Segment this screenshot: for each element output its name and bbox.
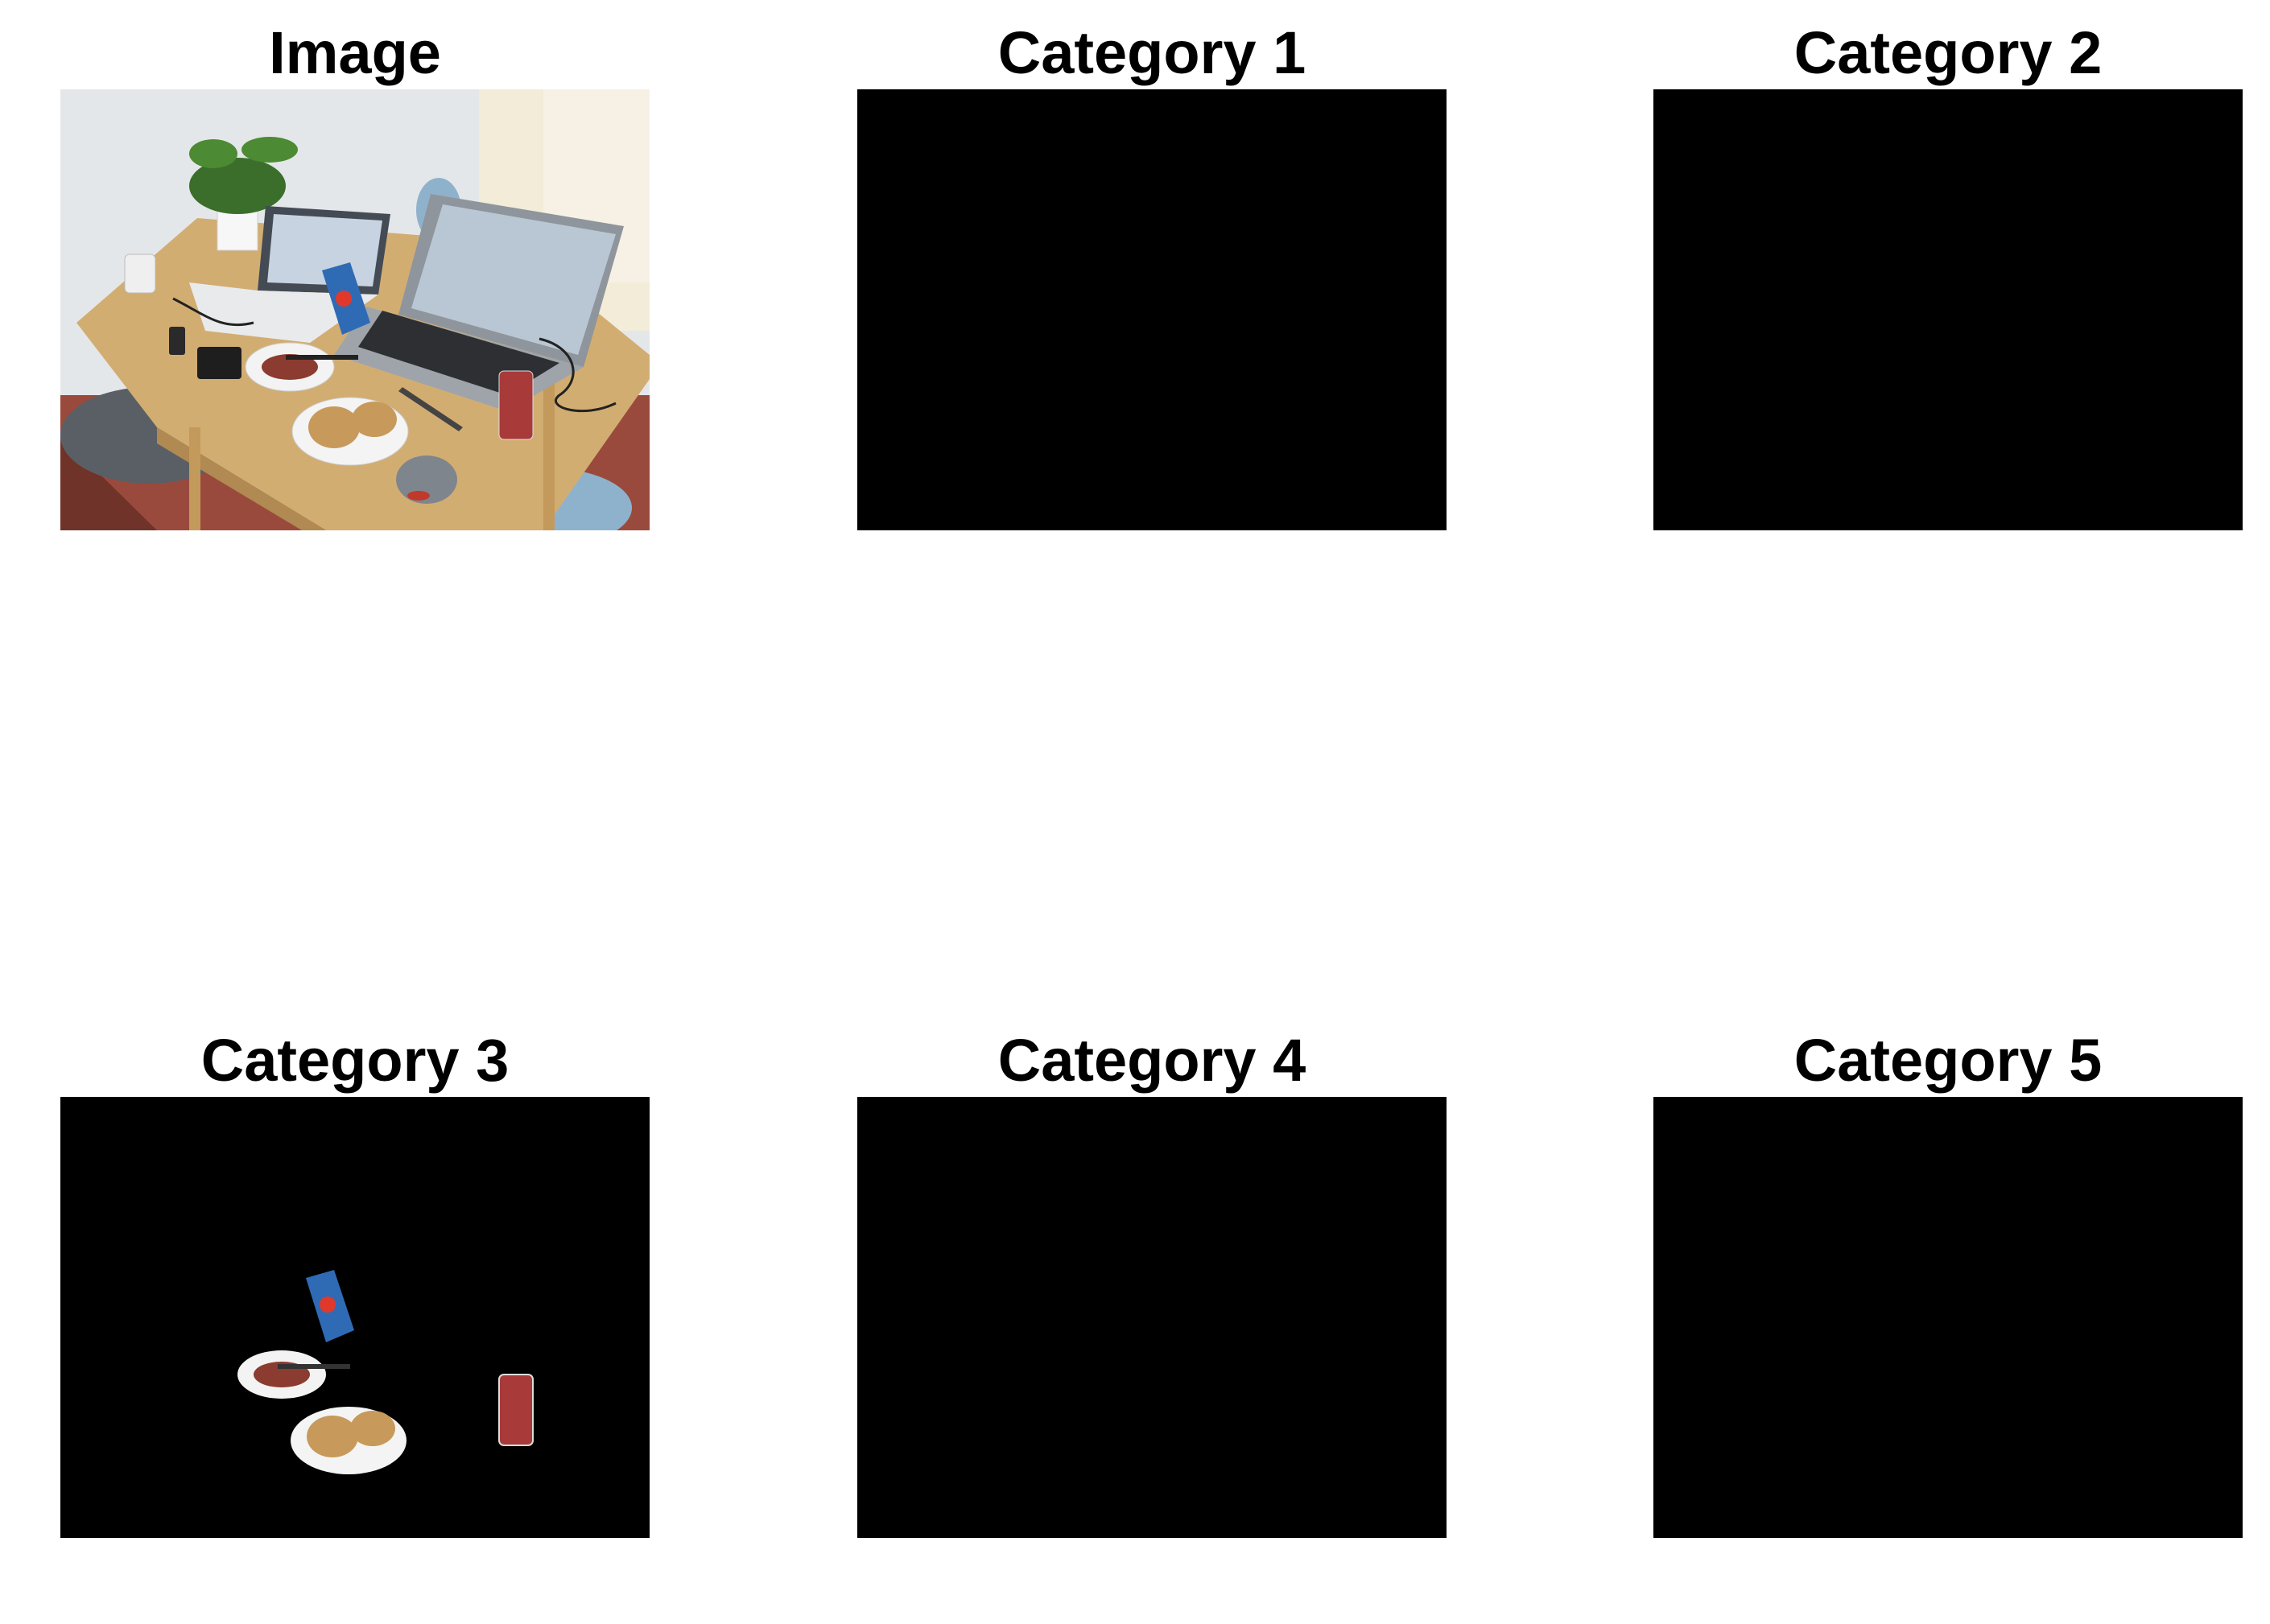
- panel-category-4: Category 4: [857, 1028, 1447, 1538]
- desk-scene-illustration: [60, 89, 650, 530]
- food-segmentation-illustration: [60, 1097, 650, 1538]
- mask-image: [857, 89, 1447, 530]
- panel-title: Image: [269, 19, 441, 86]
- photo-original: [60, 89, 650, 530]
- panel-title: Category 1: [997, 19, 1306, 86]
- panel-category-3: Category 3: [60, 1028, 650, 1538]
- mask-image: [857, 1097, 1447, 1538]
- mask-image: [1653, 1097, 2243, 1538]
- panel-category-1: Category 1: [857, 21, 1447, 530]
- panel-image: Image: [60, 21, 650, 530]
- panel-title: Category 2: [1793, 19, 2103, 86]
- panel-category-5: Category 5: [1653, 1028, 2243, 1538]
- panel-title: Category 3: [200, 1027, 510, 1094]
- panel-title: Category 4: [997, 1027, 1306, 1094]
- panel-title: Category 5: [1793, 1027, 2103, 1094]
- panel-category-2: Category 2: [1653, 21, 2243, 530]
- mask-image: [60, 1097, 650, 1538]
- mask-image: [1653, 89, 2243, 530]
